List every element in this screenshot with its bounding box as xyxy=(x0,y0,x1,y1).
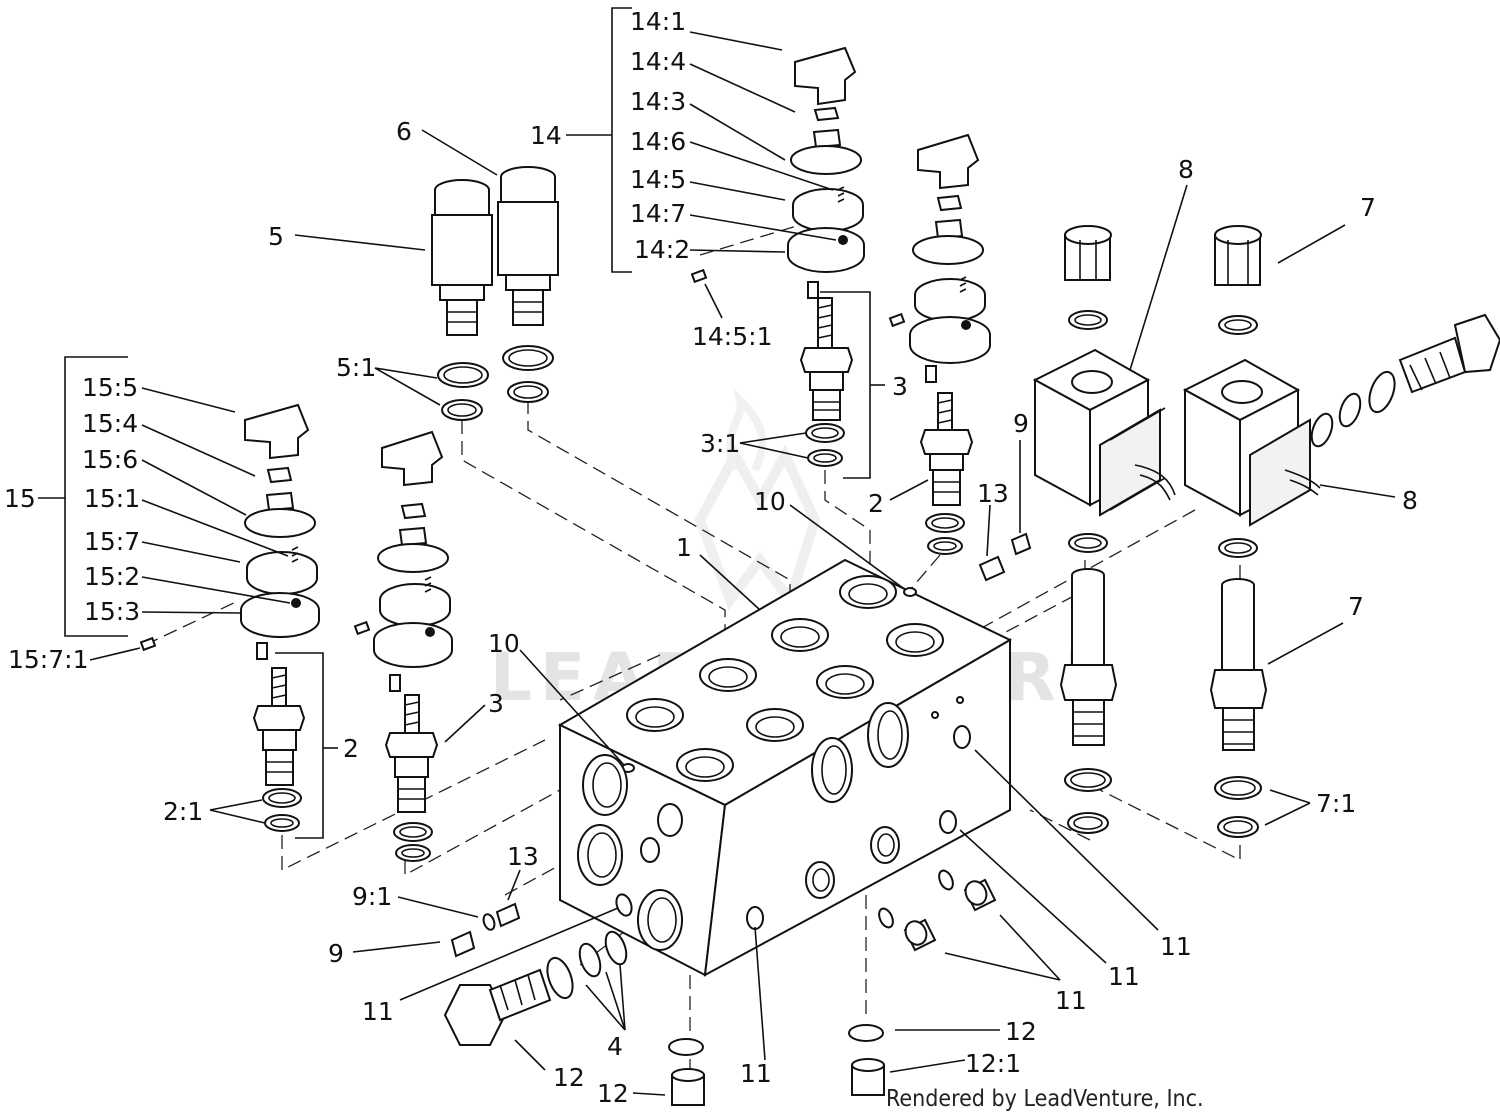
callout-10-left: 10 xyxy=(488,629,520,658)
callout-14-4: 14:4 xyxy=(630,47,686,76)
callout-5: 5 xyxy=(268,222,284,251)
solenoid-nut-8 xyxy=(1064,225,1112,281)
plugs xyxy=(450,532,1032,1106)
solenoid-coil-7 xyxy=(1182,358,1321,527)
callout-4: 12 xyxy=(553,1063,585,1092)
callout-14-5-1: 14:5:1 xyxy=(692,322,772,351)
solenoid-coil-8 xyxy=(1032,348,1176,517)
cartridge-valve-3-right xyxy=(799,281,854,421)
callout-14-3: 14:3 xyxy=(630,87,686,116)
callout-2-right: 2 xyxy=(868,489,884,518)
callout-15-2: 15:2 xyxy=(84,562,140,591)
watermark-logo xyxy=(694,386,821,611)
callout-3-left: 3 xyxy=(488,689,504,718)
callout-12-a: 11 xyxy=(1055,986,1087,1015)
callout-12-1: 12 xyxy=(1005,1017,1037,1046)
callout-15: 15 xyxy=(4,484,36,513)
callout-4-1: 4 xyxy=(607,1032,623,1061)
cartridge-valve-3-left xyxy=(384,674,439,813)
callout-7-1: 7:1 xyxy=(1316,789,1356,818)
callout-15-1: 15:1 xyxy=(84,484,140,513)
callout-3-right: 3 xyxy=(892,372,908,401)
callout-14: 14 xyxy=(530,121,562,150)
knob-assembly-right xyxy=(888,133,991,364)
callout-labels: 14:1 14:4 14:3 14:6 14:5 14:7 14:2 14 14… xyxy=(4,7,1418,1108)
callout-9-top: 9 xyxy=(1013,409,1029,438)
render-credit: Rendered by LeadVenture, Inc. xyxy=(886,1086,1204,1112)
callout-6: 6 xyxy=(396,117,412,146)
callout-8-right: 8 xyxy=(1402,486,1418,515)
callout-15-5: 15:5 xyxy=(82,373,138,402)
cartridge-valve-2-right xyxy=(919,365,974,506)
knob-assembly-14 xyxy=(690,46,865,284)
callout-14-2: 14:2 xyxy=(634,235,690,264)
callout-14-1: 14:1 xyxy=(630,7,686,36)
callout-12-c: 12 xyxy=(597,1079,629,1108)
callout-11-d: 11 xyxy=(740,1059,772,1088)
callout-8-top: 8 xyxy=(1178,155,1194,184)
relief-cartridge-right xyxy=(1398,313,1500,394)
callout-7-top: 7 xyxy=(1360,193,1376,222)
callout-13-top: 13 xyxy=(977,479,1009,508)
callout-15-7: 15:7 xyxy=(84,527,140,556)
callout-1: 1 xyxy=(676,533,692,562)
callout-15-6: 15:6 xyxy=(82,445,138,474)
callout-3-1: 3:1 xyxy=(700,429,740,458)
knob-assembly-center-left xyxy=(353,430,453,668)
callout-11-a: 11 xyxy=(1160,932,1192,961)
manifold-block xyxy=(557,558,1013,977)
callout-15-3: 15:3 xyxy=(84,597,140,626)
callout-2-left: 2 xyxy=(343,734,359,763)
solenoid-cartridge-7 xyxy=(1209,578,1268,751)
callout-10-top: 10 xyxy=(754,487,786,516)
relief-valve-5 xyxy=(431,179,493,336)
callout-14-6: 14:6 xyxy=(630,127,686,156)
callout-9-bottom: 9 xyxy=(328,939,344,968)
callout-14-5: 14:5 xyxy=(630,165,686,194)
callout-9-1: 9:1 xyxy=(352,882,392,911)
callout-12-b: 12:1 xyxy=(965,1049,1021,1078)
o-rings xyxy=(262,310,1396,1056)
callout-7-mid: 7 xyxy=(1348,592,1364,621)
solenoid-nut-7 xyxy=(1214,225,1262,286)
relief-valve-6 xyxy=(497,166,559,326)
cartridge-valve-2-left xyxy=(252,642,306,786)
callout-11-b: 11 xyxy=(1108,962,1140,991)
callout-15-4: 15:4 xyxy=(82,409,138,438)
callout-2-1: 2:1 xyxy=(163,797,203,826)
callout-13-bottom: 13 xyxy=(507,842,539,871)
solenoid-cartridge-8 xyxy=(1059,568,1118,746)
knob-assembly-15 xyxy=(139,403,320,652)
callout-11-c: 11 xyxy=(362,997,394,1026)
callout-5-1: 5:1 xyxy=(336,353,376,382)
callout-14-7: 14:7 xyxy=(630,199,686,228)
leader-lines xyxy=(38,7,1396,1096)
callout-15-7-1: 15:7:1 xyxy=(8,645,88,674)
relief-cartridge-4 xyxy=(443,968,552,1046)
